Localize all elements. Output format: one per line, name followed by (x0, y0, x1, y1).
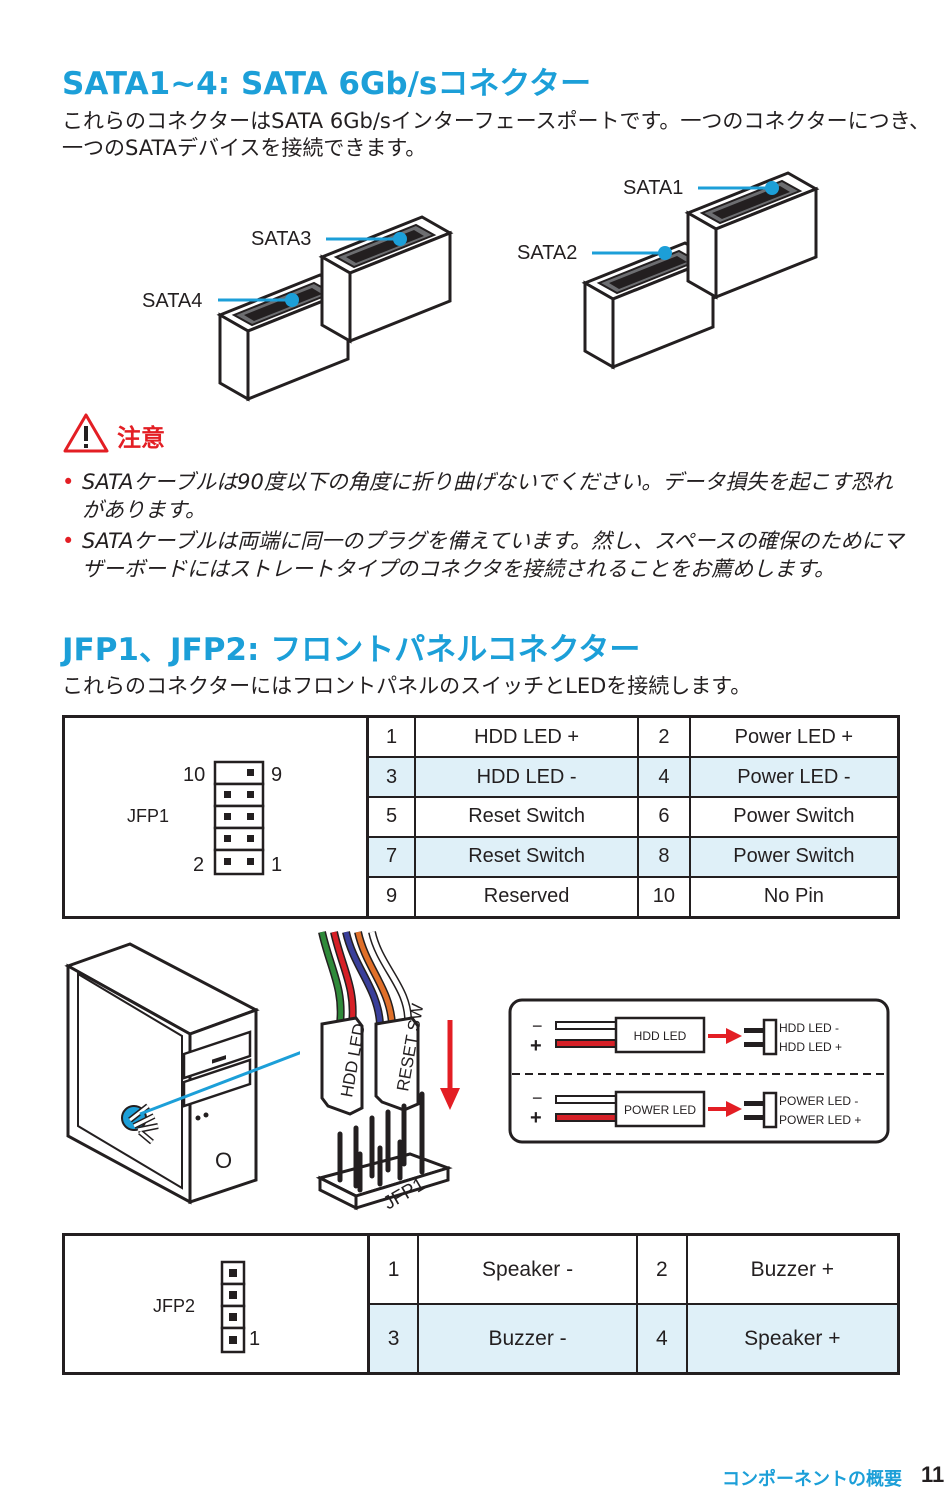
led-polarity-diagram: − + HDD LED HDD LED - HDD LED + − + POWE… (508, 998, 890, 1144)
pin-number: 1 (366, 715, 417, 759)
pin-number: 3 (366, 756, 417, 799)
pin-function: Reserved (414, 875, 639, 919)
bullet-icon: • (62, 470, 75, 494)
table-row: 3 Buzzer - 4 Speaker + (367, 1303, 900, 1375)
pin-function: Reset Switch (414, 796, 639, 838)
pin-number: 2 (635, 1233, 688, 1305)
plus-sign-2: + (530, 1107, 542, 1129)
jfp1-pin-2-label: 2 (193, 854, 205, 876)
sata-heading: SATA1~4: SATA 6Gb/sコネクター (62, 66, 592, 102)
pin-number: 3 (367, 1303, 420, 1375)
pin-number: 10 (637, 875, 691, 919)
pin-function: Power LED - (688, 756, 900, 799)
jfp1-plug-illustration: HDD LED RESET SW JFP1 (315, 931, 460, 1214)
pin-number: 2 (637, 715, 691, 759)
pin-function: Buzzer - (417, 1303, 638, 1375)
power-led-minus-label: POWER LED - (779, 1094, 858, 1108)
caution-item-2-line1: SATAケーブルは両端に同一のプラグを備えています。然し、スペースの確保のために… (82, 529, 904, 553)
pin-function: Power Switch (688, 796, 900, 838)
page-number: 11 (921, 1462, 945, 1487)
table-row: 5 Reset Switch 6 Power Switch (366, 796, 900, 838)
jfp2-name: JFP2 (153, 1296, 196, 1316)
sata4-label: SATA4 (142, 290, 203, 312)
jfp1-pin-10-label: 10 (183, 764, 206, 786)
pin-function: Power Switch (688, 835, 900, 878)
pin-number: 8 (637, 835, 691, 878)
jfp2-header-icon (220, 1260, 246, 1354)
pin-function: HDD LED + (414, 715, 639, 759)
pin-number: 7 (366, 835, 417, 878)
sata-desc-line1: これらのコネクターはSATA 6Gb/sインターフェースポートです。一つのコネク… (62, 109, 931, 133)
caution-item-2-line2: ザーボードにはストレートタイプのコネクタを接続されることをお薦めします。 (82, 557, 836, 581)
pin-function: Power LED + (688, 715, 900, 759)
caution-item-1-line2: があります。 (82, 498, 206, 522)
led-box-hdd-label: HDD LED (634, 1029, 687, 1043)
pin-number: 5 (366, 796, 417, 838)
pin-function: Reset Switch (414, 835, 639, 878)
minus-sign-2: − (532, 1088, 543, 1108)
hdd-led-plus-label: HDD LED + (779, 1040, 842, 1054)
sata1-label: SATA1 (623, 177, 684, 199)
warning-icon (63, 413, 109, 453)
pin-number: 4 (635, 1303, 688, 1375)
led-box-power-label: POWER LED (624, 1103, 696, 1117)
pin-number: 9 (366, 875, 417, 919)
plus-sign-1: + (530, 1035, 542, 1057)
table-row: 1 Speaker - 2 Buzzer + (367, 1233, 900, 1305)
table-row: 7 Reset Switch 8 Power Switch (366, 835, 900, 878)
jfp1-pin-1-label: 1 (271, 854, 283, 876)
sata1-connector (686, 171, 818, 299)
jfp2-pin-1-label: 1 (249, 1328, 261, 1350)
table-row: 1 HDD LED + 2 Power LED + (366, 715, 900, 759)
caution-item-1-line1: SATAケーブルは90度以下の角度に折り曲げないでください。データ損失を起こす恐… (82, 470, 893, 494)
sata2-label: SATA2 (517, 242, 578, 264)
jfp1-pin-table: 1 HDD LED + 2 Power LED + 3 HDD LED - 4 … (366, 715, 900, 919)
jfp1-diagram-cell: JFP1 10 9 2 1 (62, 715, 367, 919)
footer-section-title: コンポーネントの概要 (722, 1469, 902, 1490)
caution-item-2: • SATAケーブルは両端に同一のプラグを備えています。然し、スペースの確保のた… (62, 527, 922, 583)
sata3-label: SATA3 (251, 228, 312, 250)
pin-function: HDD LED - (414, 756, 639, 799)
jfp2-diagram-cell: JFP2 1 (62, 1233, 368, 1375)
arrow-down-icon (440, 1088, 460, 1110)
pin-number: 1 (367, 1233, 420, 1305)
jfp1-name: JFP1 (127, 806, 170, 826)
pin-number: 4 (637, 756, 691, 799)
pin-function: Buzzer + (685, 1233, 900, 1305)
sata3-connector (320, 215, 452, 343)
jfp2-pin-table: 1 Speaker - 2 Buzzer + 3 Buzzer - 4 Spea… (367, 1233, 900, 1375)
jfp1-pin-9-label: 9 (271, 764, 283, 786)
caution-title: 注意 (117, 424, 165, 452)
power-button-icon: O (215, 1148, 232, 1173)
jfp1-header-icon (213, 760, 265, 876)
sata-connectors-diagram (218, 171, 818, 401)
jfp-desc: これらのコネクターにはフロントパネルのスイッチとLEDを接続します。 (62, 674, 752, 698)
pc-case-illustration: O (64, 942, 300, 1205)
table-row: 3 HDD LED - 4 Power LED - (366, 756, 900, 799)
jfp-heading: JFP1、JFP2: フロントパネルコネクター (62, 632, 641, 668)
table-row: 9 Reserved 10 No Pin (366, 875, 900, 919)
pin-number: 6 (637, 796, 691, 838)
bullet-icon: • (62, 529, 75, 553)
minus-sign-1: − (532, 1016, 543, 1036)
power-led-plus-label: POWER LED + (779, 1113, 861, 1127)
pin-function: Speaker + (685, 1303, 900, 1375)
sata-desc-line2: 一つのSATAデバイスを接続できます。 (62, 136, 427, 160)
caution-item-1: • SATAケーブルは90度以下の角度に折り曲げないでください。データ損失を起こ… (62, 468, 922, 524)
pin-function: No Pin (688, 875, 900, 919)
hdd-led-minus-label: HDD LED - (779, 1021, 839, 1035)
pin-function: Speaker - (417, 1233, 638, 1305)
